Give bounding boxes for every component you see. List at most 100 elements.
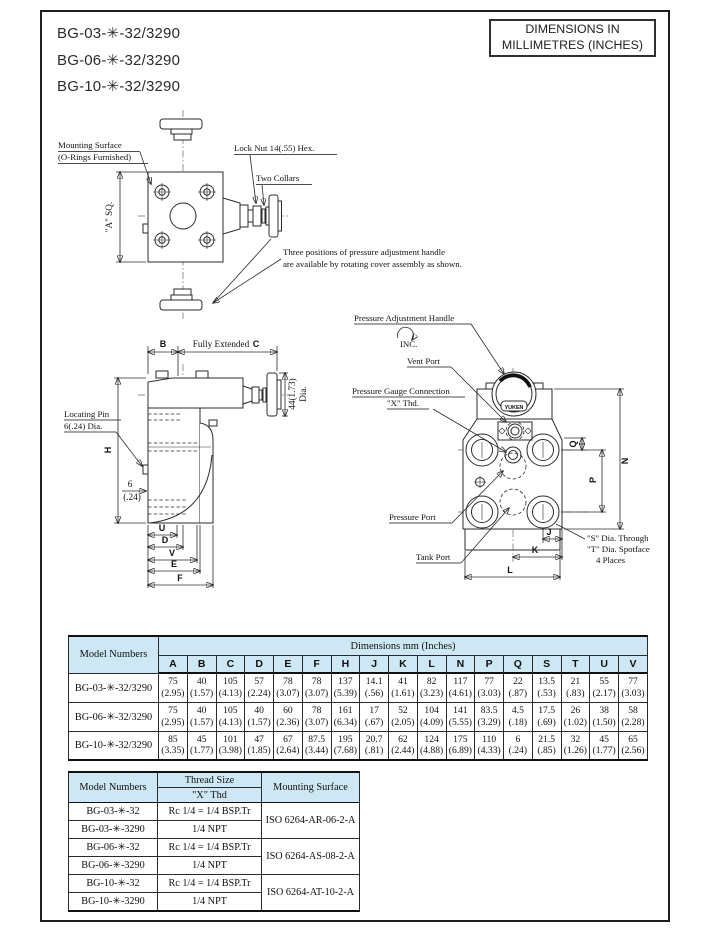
dim-value-inches: (.53) — [537, 687, 556, 699]
dim-column-header: L — [416, 655, 447, 674]
dim-value-inches: (2.28) — [621, 716, 645, 728]
dim-value-cell: 175(6.89) — [445, 730, 476, 761]
locating-pin-callout: Locating Pin 6(.24) Dia. — [64, 409, 142, 466]
dim-value-mm: 105 — [223, 676, 238, 688]
dim-h-label: H — [103, 447, 113, 454]
dim-q-label: Q — [568, 440, 578, 447]
three-positions-note: Three positions of pressure adjustment h… — [213, 238, 462, 303]
dim-column-header: H — [330, 655, 361, 674]
dim-value-mm: 141 — [453, 705, 468, 717]
dim-n-label: N — [620, 458, 630, 465]
inc-rotation-indicator: INC. — [397, 326, 418, 349]
dim-value-cell: 45(1.77) — [589, 730, 619, 761]
dim-value-inches: (2.44) — [391, 745, 415, 757]
two-collars-label: Two Collars — [256, 173, 300, 183]
dim-value-mm: 21.5 — [538, 733, 556, 745]
a-square-dimension: "A" SQ. — [104, 172, 146, 262]
dim-d-label: D — [162, 535, 169, 545]
pressure-gauge-callout: Pressure Gauge Connection "X" Thd. — [352, 386, 506, 452]
dim-value-cell: 40(1.57) — [186, 672, 217, 703]
thread-table-model-header: Model Numbers — [68, 771, 158, 803]
dim-value-cell: 13.5(.53) — [531, 672, 562, 703]
h-dimension: H — [103, 378, 146, 523]
dim-value-mm: 78 — [311, 705, 322, 717]
dim-value-inches: (5.39) — [333, 687, 357, 699]
thread-table-thread-subheader: "X" Thd — [157, 787, 262, 803]
dim-value-cell: 55(2.17) — [589, 672, 619, 703]
dim-value-mm: 21 — [570, 676, 581, 688]
valve-body-side — [142, 407, 218, 524]
model-number-line: BG-06-✳-32/3290 — [57, 51, 181, 69]
dim-value-mm: 14.1 — [365, 676, 383, 688]
dim-value-cell: 124(4.88) — [416, 730, 447, 761]
thread-row-thread: 1/4 NPT — [157, 820, 262, 839]
dim-column-header: U — [589, 655, 619, 674]
dim-value-inches: (5.55) — [448, 716, 472, 728]
mounting-surface-label: Mounting Surface — [58, 140, 122, 150]
thread-row-model: BG-10-✳-32 — [68, 874, 158, 893]
dim-value-inches: (1.85) — [247, 745, 271, 757]
dim-value-mm: 17.5 — [538, 705, 556, 717]
dim-column-header: J — [359, 655, 389, 674]
dim-value-cell: 78(3.07) — [301, 672, 332, 703]
side-view-drawing: B Fully Extended C 44(1.73) Dia. H — [64, 339, 308, 588]
dim-value-inches: (3.35) — [161, 745, 185, 757]
thread-row-model: BG-03-✳-32 — [68, 802, 158, 821]
dim-value-cell: 17.5(.69) — [531, 701, 562, 732]
dim-value-inches: (.56) — [364, 687, 384, 699]
dim-value-mm: 55 — [599, 676, 609, 688]
dim-value-cell: 117(4.61) — [445, 672, 476, 703]
dim-value-cell: 4.5(.18) — [503, 701, 533, 732]
dim-value-cell: 26(1.02) — [560, 701, 591, 732]
dim-value-cell: 65(2.56) — [618, 730, 648, 761]
dim-value-cell: 195(7.68) — [330, 730, 361, 761]
inc-label: INC. — [400, 339, 417, 349]
pin-protrusion-dimension: 6 (.24) — [122, 479, 146, 502]
dim-value-mm: 195 — [338, 733, 353, 745]
dim-value-inches: (3.23) — [420, 687, 444, 699]
dim-value-mm: 85 — [168, 733, 178, 745]
thread-row-thread: Rc 1/4 = 1/4 BSP.Tr — [157, 838, 262, 857]
adjustment-stem-assembly — [222, 194, 282, 238]
thread-row-model: BG-03-✳-3290 — [68, 820, 158, 839]
units-note-line: DIMENSIONS IN — [525, 22, 620, 36]
dim-value-mm: 78 — [311, 676, 322, 688]
dim-value-mm: 67 — [283, 733, 293, 745]
dim-value-inches: (.24) — [508, 745, 528, 757]
dim-value-inches: (.67) — [364, 716, 384, 728]
valve-body-outline — [142, 171, 224, 263]
dim-value-inches: (2.24) — [247, 687, 271, 699]
dim-value-cell: 32(1.26) — [560, 730, 591, 761]
dim-column-header: B — [186, 655, 217, 674]
dim-column-header: D — [244, 655, 274, 674]
dim-value-inches: (1.57) — [190, 687, 214, 699]
pressure-port-callout: Pressure Port — [389, 471, 503, 524]
lock-nut-label: Lock Nut 14(.55) Hex. — [234, 143, 314, 153]
dim-column-header: A — [158, 655, 188, 674]
dim-value-inches: (2.95) — [161, 716, 185, 728]
dim-c-label: C — [253, 339, 260, 349]
dim-value-cell: 161(6.34) — [330, 701, 361, 732]
dim-value-cell: 41(1.61) — [388, 672, 418, 703]
model-number-line: BG-10-✳-32/3290 — [57, 78, 181, 95]
dim-value-inches: (7.68) — [333, 745, 357, 757]
dim-column-header: F — [301, 655, 332, 674]
dim-value-cell: 20.7(.81) — [359, 730, 389, 761]
thread-row-thread: Rc 1/4 = 1/4 BSP.Tr — [157, 802, 262, 821]
thread-row-mounting: ISO 6264-AR-06-2-A — [261, 802, 360, 839]
pressure-gauge-label1: Pressure Gauge Connection — [352, 386, 450, 396]
knob-dia-suffix-label: Dia. — [298, 386, 308, 402]
j-k-l-dimensions: J K L — [465, 527, 562, 580]
dim-value-inches: (.81) — [364, 745, 384, 757]
dim-value-mm: 20.7 — [365, 733, 383, 745]
mounting-surface-callout: Mounting Surface (O-Rings Furnished) — [58, 140, 151, 184]
dim-value-inches: (4.13) — [218, 687, 242, 699]
dim-value-mm: 110 — [482, 733, 497, 745]
dim-value-inches: (2.95) — [161, 687, 185, 699]
dim-value-inches: (2.17) — [592, 687, 616, 699]
dim-value-cell: 78(3.07) — [273, 672, 303, 703]
